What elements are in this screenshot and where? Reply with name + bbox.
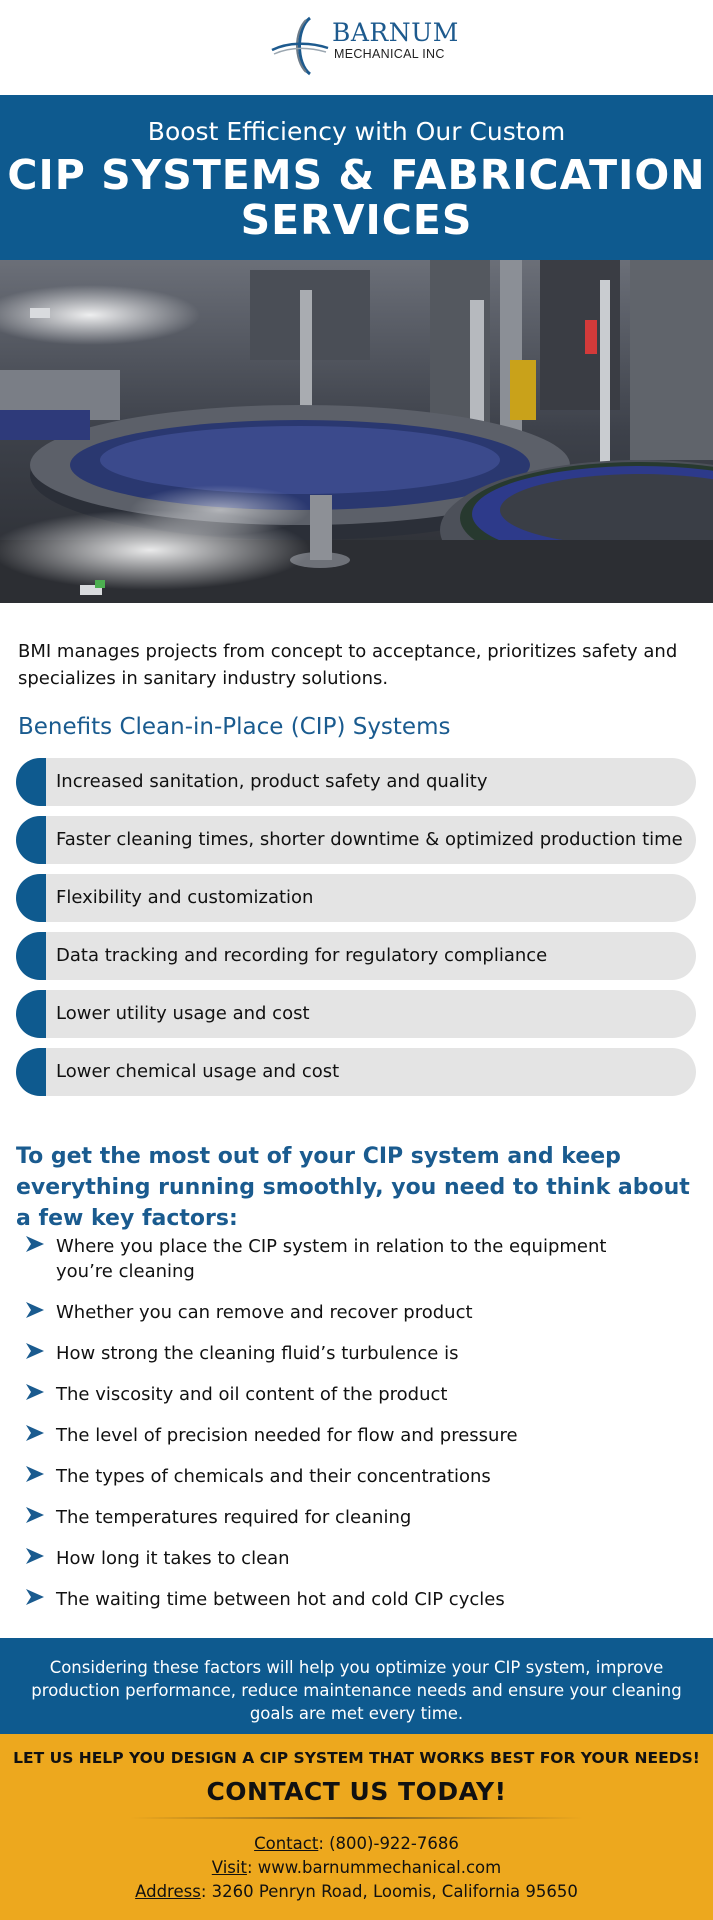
arrow-bullet-icon [26, 1236, 44, 1252]
contact-phone-value: : (800)-922-7686 [318, 1834, 459, 1853]
cip-equipment-photo [0, 260, 713, 603]
cta-divider [130, 1817, 583, 1819]
contact-address-value: : 3260 Penryn Road, Loomis, California 9… [200, 1882, 578, 1901]
hero-title-line-2: SERVICES [240, 196, 473, 244]
closing-banner: Considering these factors will help you … [0, 1638, 713, 1734]
factor-item-text: The viscosity and oil content of the pro… [56, 1384, 448, 1405]
arrow-bullet-icon [26, 1466, 44, 1482]
hero-title: CIP SYSTEMS & FABRICATION SERVICES [0, 153, 713, 243]
contact-website[interactable]: Visit: www.barnummechanical.com [0, 1858, 713, 1877]
arrow-bullet-icon [26, 1548, 44, 1564]
benefit-item-text: Lower utility usage and cost [56, 1003, 310, 1024]
arrow-bullet-icon [26, 1384, 44, 1400]
contact-address[interactable]: Address: 3260 Penryn Road, Loomis, Calif… [0, 1882, 713, 1901]
contact-phone-label: Contact [254, 1834, 319, 1853]
logo-subtitle: MECHANICAL INC [334, 47, 445, 61]
factor-item-text: The temperatures required for cleaning [56, 1507, 412, 1528]
factors-heading: To get the most out of your CIP system a… [16, 1144, 690, 1231]
benefit-item-text: Flexibility and customization [56, 887, 314, 908]
benefit-item: Increased sanitation, product safety and… [16, 758, 696, 806]
contact-website-value: : www.barnummechanical.com [246, 1858, 502, 1877]
arrow-bullet-icon [26, 1507, 44, 1523]
factor-item-text: The types of chemicals and their concent… [56, 1466, 491, 1487]
contact-website-label: Visit [211, 1858, 247, 1877]
contact-banner: LET US HELP YOU DESIGN A CIP SYSTEM THAT… [0, 1734, 713, 1920]
benefit-item-text: Data tracking and recording for regulato… [56, 945, 548, 966]
factor-item-text: The level of precision needed for flow a… [56, 1425, 518, 1446]
benefit-item-cap [16, 932, 46, 980]
cip-equipment-illustration [0, 260, 713, 603]
intro-paragraph: BMI manages projects from concept to acc… [18, 641, 678, 689]
factor-item-text: How long it takes to clean [56, 1548, 290, 1569]
arrow-bullet-icon [26, 1302, 44, 1318]
benefit-item-text: Lower chemical usage and cost [56, 1061, 340, 1082]
benefit-item-cap [16, 874, 46, 922]
factor-item-text: Where you place the CIP system in relati… [56, 1236, 607, 1282]
barnum-swoosh-logo-icon [271, 16, 329, 76]
benefit-item-cap [16, 758, 46, 806]
benefit-item-text: Faster cleaning times, shorter downtime … [56, 829, 683, 850]
logo-name: BARNUM [332, 18, 459, 47]
arrow-bullet-icon [26, 1425, 44, 1441]
contact-address-label: Address [135, 1882, 201, 1901]
cta-title[interactable]: CONTACT US TODAY! [206, 1777, 507, 1806]
company-logo[interactable]: BARNUM MECHANICAL INC [270, 14, 470, 78]
factor-item-text: The waiting time between hot and cold CI… [56, 1589, 505, 1610]
cta-lead-text: LET US HELP YOU DESIGN A CIP SYSTEM THAT… [13, 1749, 700, 1767]
closing-text: Considering these factors will help you … [31, 1658, 682, 1723]
benefit-item: Lower chemical usage and cost [16, 1048, 696, 1096]
benefit-item: Flexibility and customization [16, 874, 696, 922]
benefit-item: Lower utility usage and cost [16, 990, 696, 1038]
hero-title-line-1: CIP SYSTEMS & FABRICATION [7, 151, 706, 199]
contact-phone[interactable]: Contact: (800)-922-7686 [0, 1834, 713, 1853]
factor-item-text: How strong the cleaning fluid’s turbulen… [56, 1343, 459, 1364]
benefits-heading: Benefits Clean-in-Place (CIP) Systems [18, 714, 451, 740]
benefit-item-cap [16, 816, 46, 864]
arrow-bullet-icon [26, 1343, 44, 1359]
benefit-item-cap [16, 990, 46, 1038]
hero-subtitle: Boost Efficiency with Our Custom [147, 117, 566, 146]
hero-banner: Boost Efficiency with Our Custom CIP SYS… [0, 95, 713, 260]
arrow-bullet-icon [26, 1589, 44, 1605]
header-logo-bar: BARNUM MECHANICAL INC [0, 0, 713, 95]
benefit-item: Faster cleaning times, shorter downtime … [16, 816, 696, 864]
benefit-item-cap [16, 1048, 46, 1096]
benefit-item-text: Increased sanitation, product safety and… [56, 771, 488, 792]
benefit-item: Data tracking and recording for regulato… [16, 932, 696, 980]
factor-item-text: Whether you can remove and recover produ… [56, 1302, 473, 1323]
